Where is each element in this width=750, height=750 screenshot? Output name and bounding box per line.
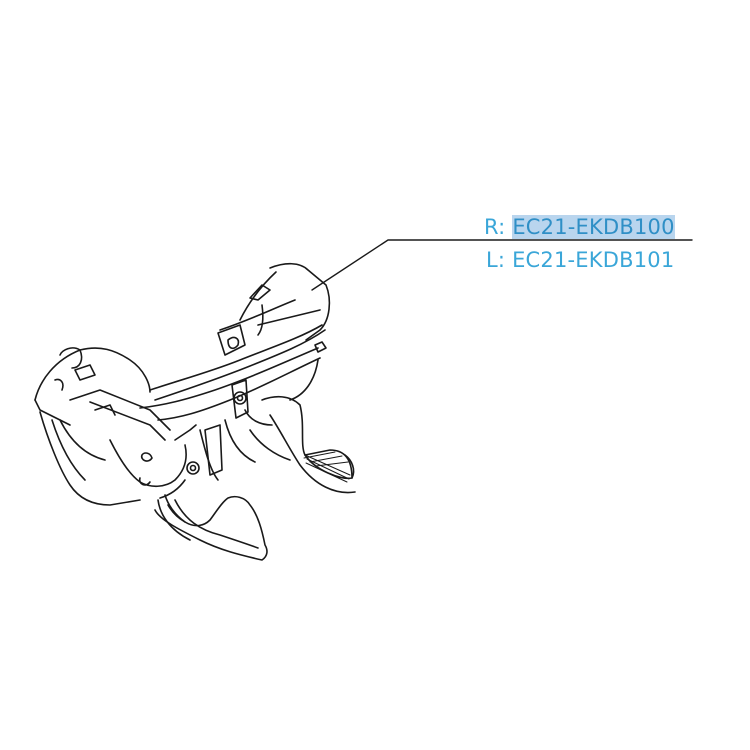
callout-left-part[interactable]: L: EC21-EKDB101 [486, 248, 674, 272]
callout-right-part[interactable]: R: EC21-EKDB100 [484, 215, 675, 239]
side-prefix-right: R: [484, 215, 506, 239]
side-prefix-left: L: [486, 248, 506, 272]
part-number-right[interactable]: EC21-EKDB100 [512, 215, 675, 239]
part-number-left[interactable]: EC21-EKDB101 [512, 248, 675, 272]
leader-line [311, 239, 693, 291]
